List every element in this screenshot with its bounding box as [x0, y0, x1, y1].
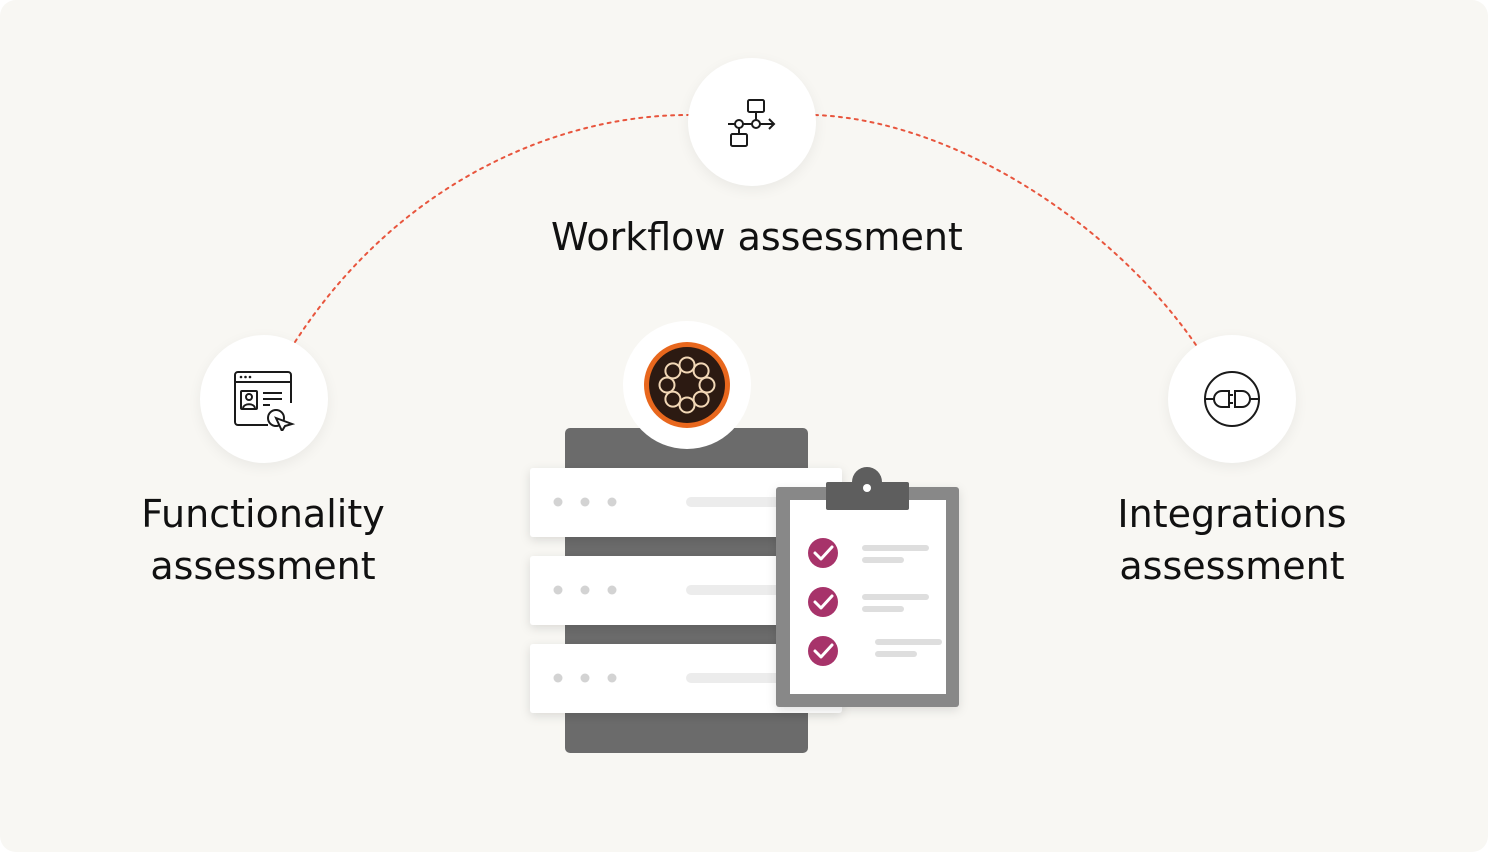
workflow-label: Workflow assessment	[551, 215, 963, 259]
plug-connector-icon	[1204, 371, 1260, 427]
functionality-label: Functionality assessment	[141, 492, 385, 588]
workflow-node	[688, 58, 816, 186]
functionality-node	[200, 335, 328, 463]
experience-manager-logo-icon	[623, 321, 751, 449]
browser-profile-cursor-icon	[234, 371, 296, 431]
checklist-clipboard-icon	[776, 467, 959, 707]
check-item	[808, 636, 942, 666]
check-item	[808, 538, 929, 568]
integrations-label: Integrations assessment	[1117, 492, 1347, 588]
check-item	[808, 587, 929, 617]
server-stack-icon	[530, 428, 842, 753]
integrations-node	[1168, 335, 1296, 463]
workflow-icon	[728, 99, 776, 147]
